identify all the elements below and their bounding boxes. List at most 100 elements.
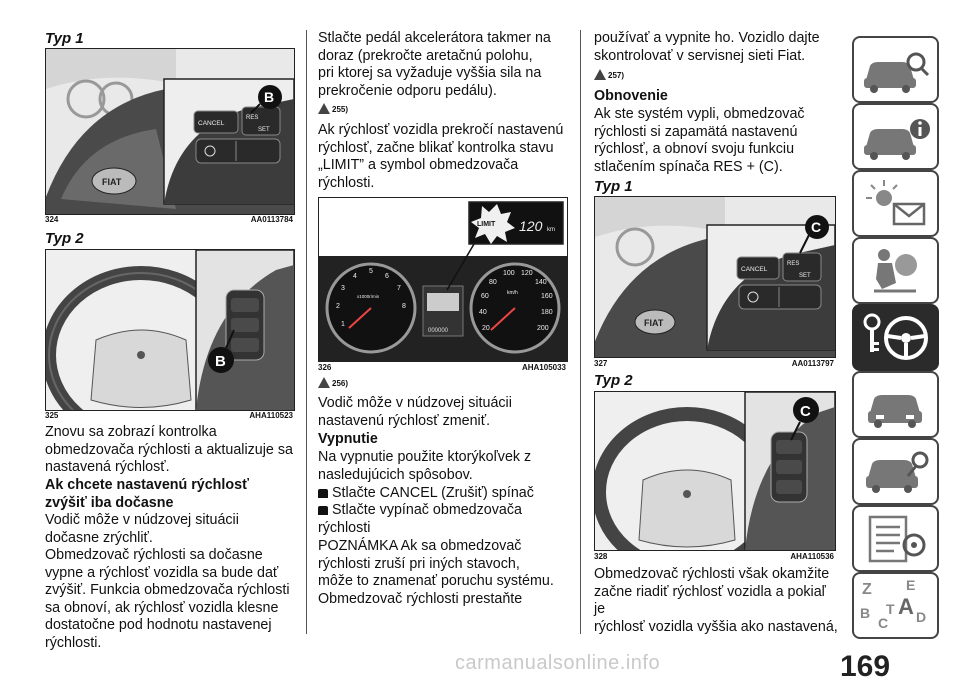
- fiat-logo: FIAT: [102, 177, 122, 187]
- car-info-icon: [864, 119, 930, 160]
- svg-text:D: D: [916, 609, 926, 625]
- tab-alphabetical-index[interactable]: Z E B C D A T: [852, 572, 939, 639]
- tab-car-search[interactable]: [852, 36, 939, 103]
- alphabetical-index-icon: Z E B C D A T: [860, 577, 926, 631]
- limit-label: LIMIT: [477, 221, 496, 228]
- svg-text:E: E: [906, 577, 915, 593]
- svg-text:160: 160: [541, 293, 553, 300]
- svg-text:Z: Z: [862, 581, 872, 598]
- type-1-heading: Typ 1: [45, 30, 84, 47]
- tab-airbag-safety[interactable]: [852, 237, 939, 304]
- svg-text:B: B: [860, 605, 870, 621]
- paragraph-indicator-update: Znovu sa zobrazí kontrolka obmedzovača r…: [45, 424, 293, 476]
- bullet-limiter-switch: Stlačte vypínač obmedzovača rýchlosti: [318, 502, 522, 536]
- bullet-cancel: Stlačte CANCEL (Zrušiť) spínač: [318, 485, 568, 503]
- svg-text:100: 100: [503, 270, 515, 277]
- airbag-safety-icon: [874, 249, 917, 293]
- car-service-icon: [866, 451, 929, 493]
- paragraph-note-malfunction: POZNÁMKA Ak sa obmedzovač rýchlosti zruš…: [318, 538, 554, 607]
- technical-data-icon: [868, 515, 926, 563]
- tab-car-service[interactable]: [852, 438, 939, 505]
- svg-text:80: 80: [489, 279, 497, 286]
- svg-text:SET: SET: [799, 273, 811, 279]
- paragraph-press-accelerator: Stlačte pedál akcelerátora takmer na dor…: [318, 30, 551, 99]
- svg-text:40: 40: [479, 309, 487, 316]
- figure-327-steering-controls: FIAT CANCEL RES SET C: [594, 196, 836, 358]
- svg-text:km: km: [547, 227, 555, 233]
- bullet-icon: [318, 489, 328, 498]
- warning-lights-icon: [866, 180, 926, 226]
- figure-325-steering-wheel: B: [45, 249, 295, 411]
- svg-text:RES: RES: [246, 115, 258, 121]
- svg-text:1: 1: [341, 321, 345, 328]
- warning-triangle-icon: [594, 69, 606, 80]
- svg-text:RES: RES: [787, 261, 799, 267]
- svg-text:5: 5: [369, 268, 373, 275]
- warning-triangle-icon: [318, 103, 330, 114]
- svg-text:T: T: [886, 601, 895, 617]
- warning-triangle-icon: [318, 377, 330, 388]
- paragraph-resume: Ak ste systém vypli, obmedzovač rýchlost…: [594, 106, 805, 175]
- watermark: carmanualsonline.info: [455, 652, 661, 674]
- svg-text:6: 6: [385, 273, 389, 280]
- svg-text:A: A: [898, 594, 914, 619]
- cancel-label: CANCEL: [741, 266, 768, 273]
- svg-text:SET: SET: [258, 127, 270, 133]
- tab-technical-data[interactable]: [852, 505, 939, 572]
- paragraph-limiter-control: Obmedzovač rýchlosti však okamžite začne…: [594, 566, 838, 635]
- svg-text:180: 180: [541, 309, 553, 316]
- tab-starting-driving[interactable]: [852, 304, 939, 371]
- limit-value: 120: [519, 218, 543, 234]
- car-emergency-icon: [868, 395, 922, 428]
- callout-c: C: [811, 219, 821, 235]
- svg-text:km/h: km/h: [507, 290, 518, 296]
- figure-326-instrument-cluster: 1 2 3 4 5 6 7 8 x1000r/min 20 40 60 80 1…: [318, 197, 568, 362]
- svg-text:7: 7: [397, 285, 401, 292]
- svg-text:C: C: [878, 615, 888, 631]
- page-number: 169: [840, 650, 891, 683]
- heading-resume: Obnovenie: [594, 88, 668, 104]
- paragraph-emergency-accelerate: Vodič môže v núdzovej situácii dočasne z…: [45, 512, 239, 546]
- note-256: 256): [318, 377, 348, 388]
- type-2-heading: Typ 2: [45, 230, 84, 247]
- column-divider: [580, 30, 581, 634]
- fiat-logo: FIAT: [644, 318, 664, 328]
- heading-temporary-increase: Ak chcete nastavenú rýchlosť zvýšiť iba …: [45, 477, 249, 511]
- paragraph-deactivation-methods: Na vypnutie použite ktorýkoľvek z nasled…: [318, 449, 532, 483]
- svg-text:3: 3: [341, 285, 345, 292]
- figure-328-steering-wheel: C: [594, 391, 836, 551]
- cancel-label: CANCEL: [198, 120, 225, 127]
- tab-car-info[interactable]: [852, 103, 939, 170]
- tab-warning-lights[interactable]: [852, 170, 939, 237]
- car-search-icon: [864, 52, 930, 93]
- svg-text:4: 4: [353, 273, 357, 280]
- note-257: 257): [594, 69, 624, 80]
- column-divider: [306, 30, 307, 634]
- bullet-icon: [318, 506, 328, 515]
- paragraph-limiter-temporary-off: Obmedzovač rýchlosti sa dočasne vypne a …: [45, 547, 290, 651]
- type-2-heading: Typ 2: [594, 372, 633, 389]
- callout-b: B: [264, 89, 274, 105]
- svg-text:20: 20: [482, 325, 490, 332]
- callout-c: C: [800, 403, 811, 420]
- svg-text:200: 200: [537, 325, 549, 332]
- paragraph-service-check: používať a vypnite ho. Vozidlo dajte sko…: [594, 30, 820, 64]
- svg-text:000000: 000000: [428, 328, 449, 334]
- type-1-heading: Typ 1: [594, 178, 633, 195]
- svg-text:2: 2: [336, 303, 340, 310]
- svg-text:60: 60: [481, 293, 489, 300]
- svg-text:8: 8: [402, 303, 406, 310]
- heading-deactivation: Vypnutie: [318, 431, 378, 447]
- paragraph-limit-blink: Ak rýchlosť vozidla prekročí nastavenú r…: [318, 122, 564, 191]
- note-255: 255): [318, 103, 348, 114]
- svg-text:120: 120: [521, 270, 533, 277]
- figure-324-steering-controls: FIAT CANCEL RES SET B: [45, 48, 295, 215]
- tab-car-emergency[interactable]: [852, 371, 939, 438]
- paragraph-emergency-change: Vodič môže v núdzovej situácii nastavenú…: [318, 395, 512, 429]
- svg-text:x1000r/min: x1000r/min: [357, 294, 380, 299]
